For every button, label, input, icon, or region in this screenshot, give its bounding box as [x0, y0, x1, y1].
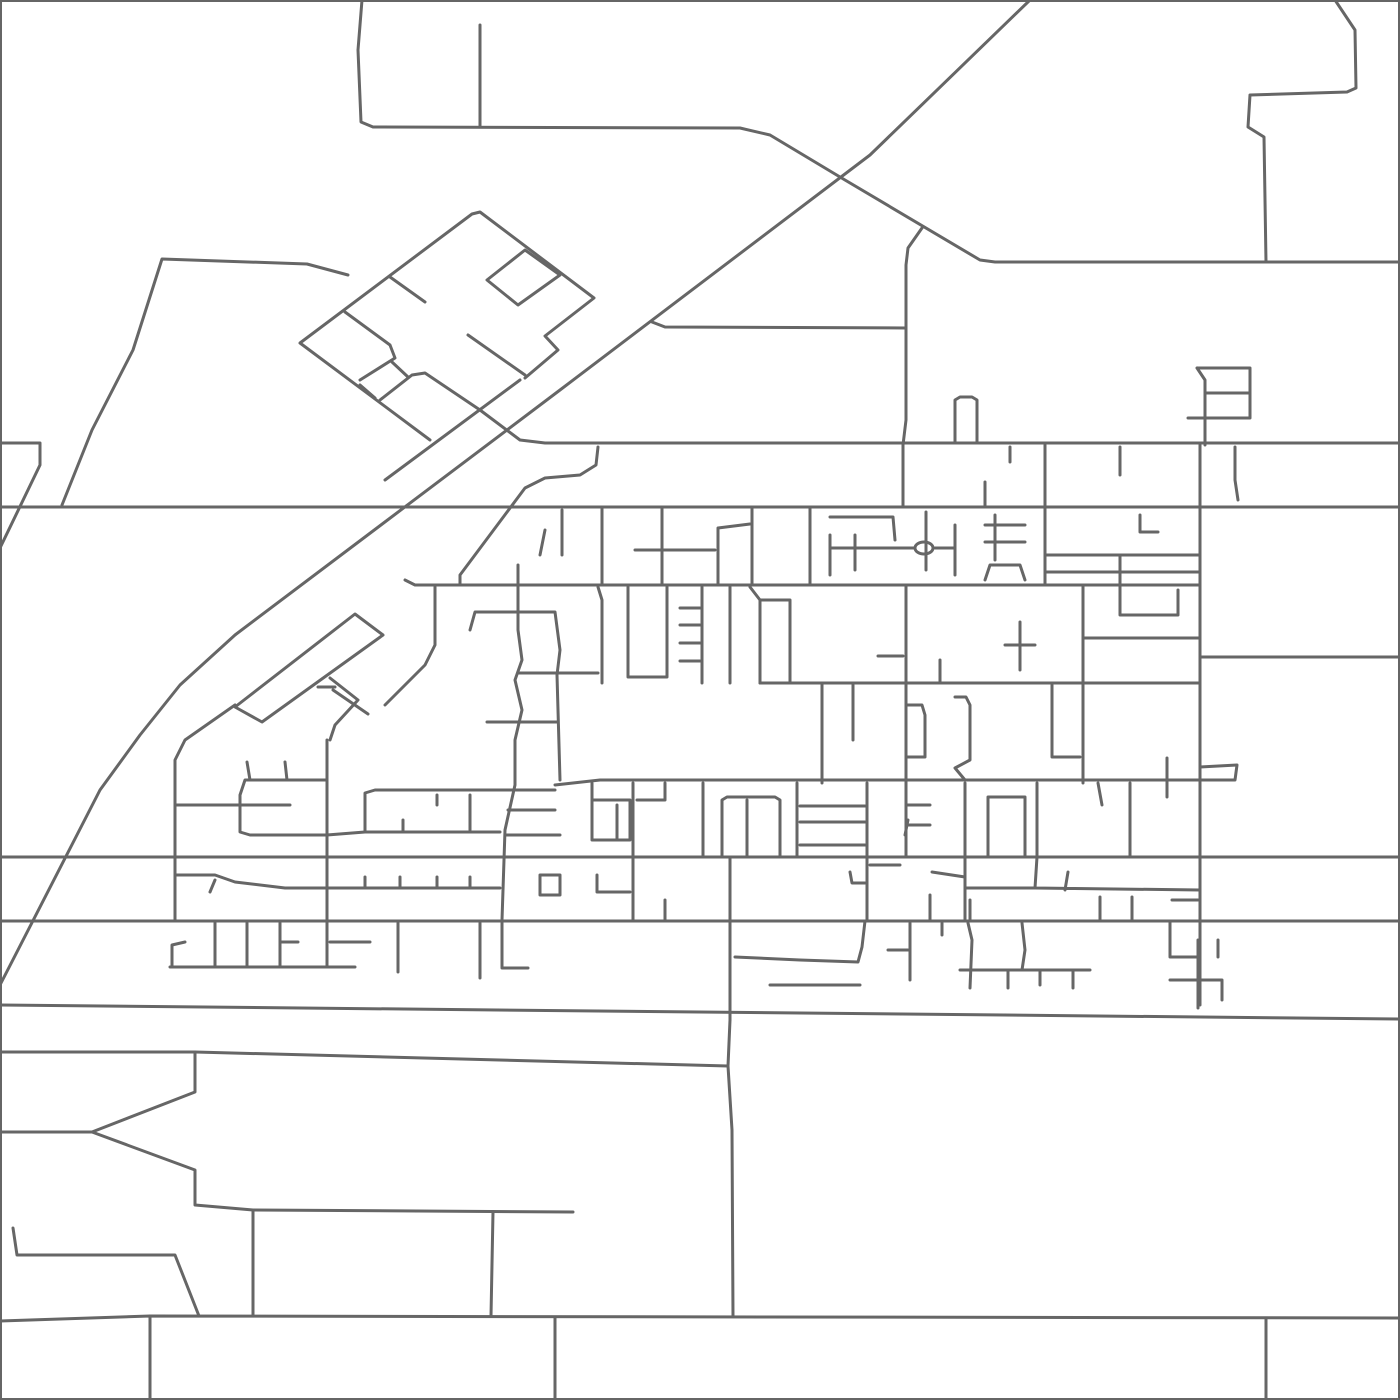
road — [356, 0, 1400, 264]
road — [173, 760, 329, 837]
road — [0, 1003, 1400, 1021]
road — [650, 320, 908, 330]
road — [596, 585, 792, 685]
road — [828, 510, 957, 577]
road — [0, 1050, 730, 1068]
road — [795, 781, 869, 923]
road — [325, 788, 557, 837]
road — [148, 1314, 1268, 1400]
road — [1043, 553, 1202, 617]
road — [1168, 919, 1224, 1010]
residential-streets — [168, 366, 1252, 1010]
road — [590, 781, 782, 923]
road — [388, 275, 527, 377]
road — [468, 610, 600, 782]
road — [173, 703, 237, 923]
road — [733, 919, 1092, 990]
road — [538, 508, 752, 587]
road — [538, 873, 667, 922]
road — [1186, 366, 1252, 502]
road — [168, 738, 357, 969]
road — [848, 855, 1202, 923]
road — [903, 756, 1169, 923]
road — [403, 578, 1202, 587]
road — [11, 1226, 201, 1318]
road — [213, 921, 482, 980]
road — [953, 395, 979, 445]
road — [500, 563, 530, 970]
road — [600, 505, 1202, 587]
road — [316, 685, 370, 716]
road — [901, 226, 924, 509]
road — [383, 378, 522, 482]
road — [298, 210, 596, 442]
road — [233, 612, 385, 724]
road — [60, 257, 350, 507]
road — [758, 583, 1202, 859]
highway — [0, 0, 1032, 987]
road — [251, 1208, 495, 1318]
road — [0, 441, 42, 550]
road — [1246, 0, 1358, 264]
road — [503, 808, 562, 837]
road — [328, 585, 437, 742]
road — [358, 360, 410, 400]
road — [485, 248, 562, 307]
road — [851, 683, 1082, 782]
road — [726, 855, 735, 1318]
road — [553, 763, 1239, 787]
roundabout — [913, 540, 935, 556]
road — [0, 1050, 575, 1214]
northwest-subdivision — [298, 210, 596, 482]
road — [0, 1314, 1400, 1323]
road — [876, 620, 1037, 685]
road — [478, 408, 1400, 445]
road — [458, 445, 600, 586]
road — [173, 873, 502, 894]
road — [983, 445, 1160, 534]
road — [983, 513, 1027, 582]
road — [343, 310, 397, 382]
road — [378, 371, 482, 412]
